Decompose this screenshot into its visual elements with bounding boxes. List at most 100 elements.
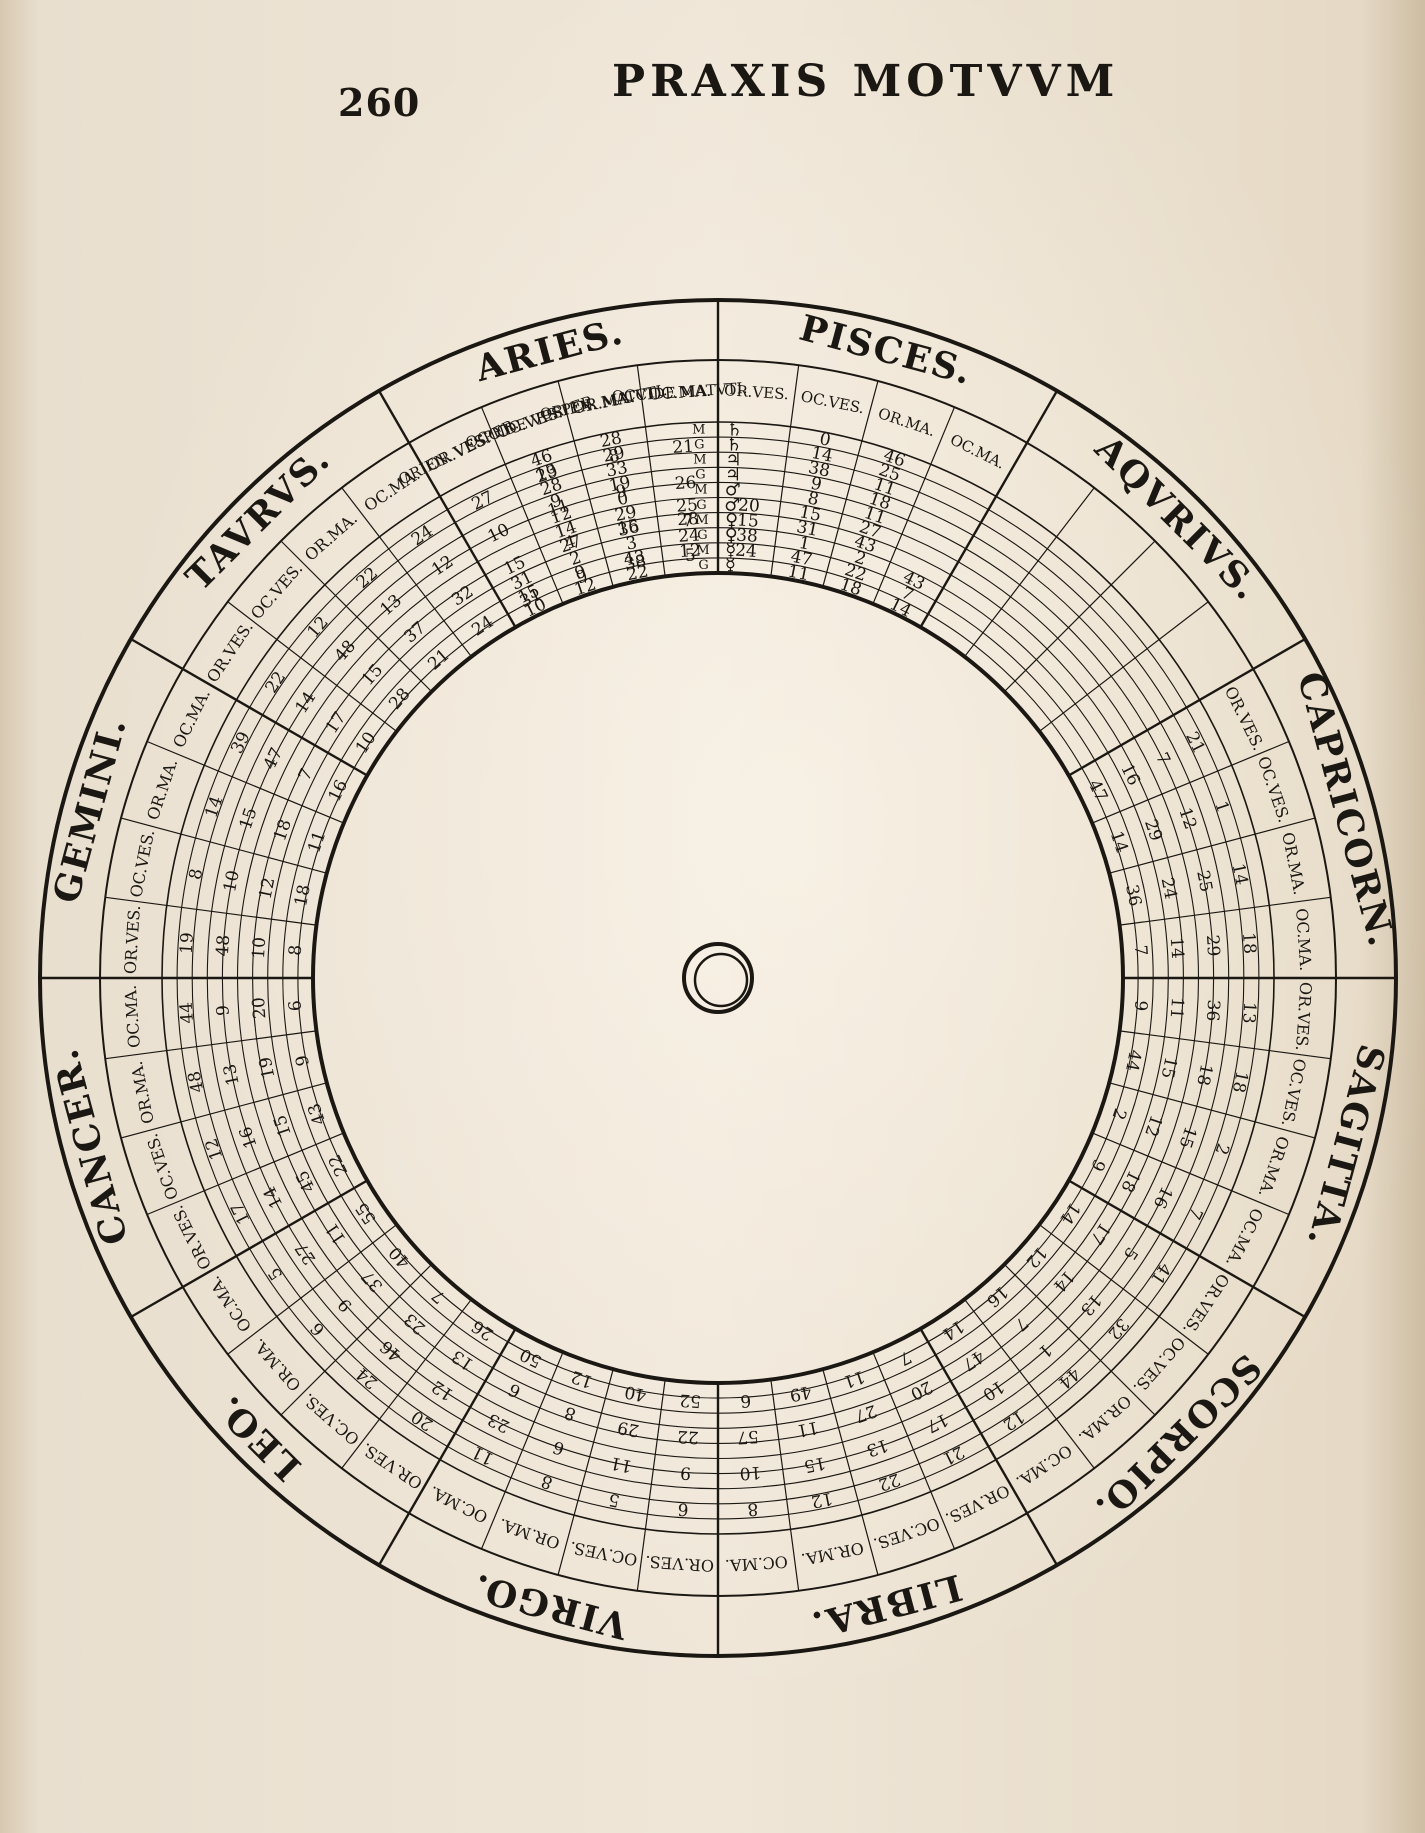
ring-number: 9 (680, 1462, 692, 1483)
aries-value: 29 (613, 502, 638, 526)
ring-number: 10 (249, 937, 270, 960)
aries-value: 24 (678, 526, 701, 547)
ring-number: 22 (353, 563, 382, 592)
planet-mark: G (695, 468, 705, 483)
ring-number: 7 (1130, 944, 1151, 956)
pisces-column-header: OR.VES. (724, 381, 790, 403)
ring-number: 11 (609, 1452, 634, 1476)
ring-number: 29 (1202, 934, 1223, 957)
planet-symbol: ♃ (725, 449, 741, 470)
aries-value: 29 (601, 443, 626, 467)
aries-value: 43 (622, 547, 647, 571)
column-header: OC.MA. (724, 1552, 788, 1575)
ring-number: 41 (1146, 1259, 1175, 1288)
ring-number: 9 (1130, 1000, 1151, 1012)
sector-divider (919, 1328, 1059, 1566)
pisces-value: 0 (818, 429, 833, 451)
ring-number: 48 (213, 934, 234, 957)
ring-number: 48 (331, 636, 360, 665)
planet-symbol: ☿ (725, 555, 736, 576)
ring-number: 10 (220, 869, 244, 894)
aries-value: 33 (604, 458, 629, 482)
ring-number: 15 (1157, 1055, 1181, 1080)
pisces-value: 8 (806, 488, 821, 510)
column-header: OC.MA. (1013, 1441, 1076, 1492)
ring-number: 45 (292, 1167, 320, 1195)
column-divider (341, 1298, 472, 1469)
sector-divider (377, 390, 517, 628)
column-divider (872, 1351, 956, 1550)
sector-divider (130, 637, 368, 777)
ring-number: 6 (677, 1498, 689, 1519)
ring-number: 8 (186, 867, 208, 882)
pisces-column-header: OC.MA. (947, 430, 1008, 472)
ring-number: 37 (400, 618, 429, 647)
pisces-value: 38 (807, 458, 832, 482)
ring-number: 48 (184, 1069, 208, 1094)
ring-number: 50 (517, 1344, 545, 1372)
ring-number: 39 (227, 729, 255, 757)
planet-mark: G (698, 558, 708, 573)
column-header: OR.VES. (1221, 683, 1269, 753)
sign-label: GEMINI. (45, 712, 135, 908)
ring-number: 24 (408, 521, 437, 550)
ring-number: 28 (677, 509, 700, 530)
column-header: OR.MA. (249, 1335, 305, 1395)
column-divider (636, 365, 666, 577)
ring-number: 8 (747, 1498, 759, 1519)
ring-number: 10 (979, 1376, 1008, 1405)
ring-number: 6 (740, 1390, 752, 1411)
ring-number: 16 (236, 1124, 262, 1151)
ring-number: 15 (802, 1452, 827, 1476)
planet-symbol: ♄ (726, 434, 742, 455)
column-divider (146, 1132, 345, 1216)
column-divider (120, 1082, 327, 1139)
column-header: OC.MA. (648, 381, 712, 404)
ring-number: 12 (1021, 1242, 1050, 1271)
aries-value: 0 (616, 488, 631, 510)
ring-number: 13 (864, 1434, 891, 1460)
ring-number: 37 (358, 1266, 387, 1295)
ring-number: 21 (939, 1441, 967, 1469)
column-divider (146, 740, 345, 824)
column-divider (227, 601, 398, 732)
ring-number: 44 (177, 1001, 198, 1024)
ring-number: 17 (227, 1199, 255, 1227)
aries-value: 25 (676, 495, 699, 516)
column-header: OR.MA. (496, 1515, 562, 1553)
ring-number: 5 (684, 545, 696, 566)
planet-mark: G (694, 437, 704, 452)
ring-number: 49 (788, 1381, 813, 1405)
aries-value: 22 (625, 561, 650, 585)
aries-value: 7 (682, 511, 694, 532)
column-header: OR.VES. (121, 905, 144, 975)
ring-number: 7 (1010, 1312, 1031, 1334)
column-header: OR.VES. (203, 618, 257, 686)
sun-inner-circle (693, 952, 749, 1008)
ring-number: 47 (260, 745, 288, 773)
ring-number: 14 (1166, 937, 1187, 960)
column-divider (557, 1369, 614, 1576)
column-header: OR.VES. (645, 1552, 715, 1575)
ring-number: 2 (1210, 1141, 1232, 1158)
ring-number: 16 (325, 777, 353, 805)
pisces-value: 20 (737, 495, 760, 516)
column-header: OC.MA. (121, 984, 144, 1048)
column-header: OC.VES. (142, 1131, 182, 1202)
ring-number: 7 (1151, 750, 1174, 769)
pisces-value: 11 (786, 561, 811, 585)
sector-divider (1068, 1179, 1306, 1319)
planet-mark: G (696, 498, 706, 513)
ring-number: 6 (550, 1436, 567, 1458)
ring-number: 13 (448, 1346, 477, 1375)
ring-number: 15 (1174, 1124, 1200, 1151)
ring-number: 18 (1116, 1167, 1144, 1195)
column-header: OR.VES. (1292, 981, 1315, 1051)
column-divider (1038, 1224, 1209, 1355)
column-divider (636, 1379, 666, 1591)
ring-number: 5 (1119, 1243, 1142, 1263)
ring-number: 47 (1084, 777, 1112, 805)
pisces-value: 15 (736, 510, 759, 531)
ring-number: 2 (1107, 1106, 1129, 1123)
ring-number: 9 (213, 1004, 234, 1016)
